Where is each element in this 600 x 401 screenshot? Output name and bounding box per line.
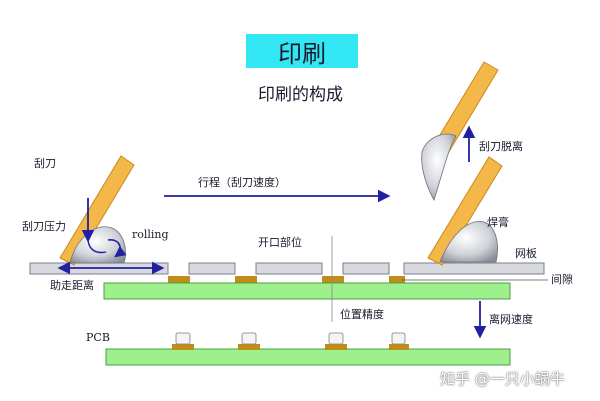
rolling-arrow [107,239,127,258]
solder-paste-lifted [421,133,457,201]
squeegee-right-lower [427,156,503,266]
paste-deposit [175,332,191,345]
pcb-pad [238,344,260,350]
label-solder-paste: 焊膏 [487,216,509,229]
label-squeegee: 刮刀 [34,157,56,170]
label-gap: 间隙 [551,273,573,286]
pcb-pad [325,344,347,350]
label-position-accuracy: 位置精度 [340,308,384,321]
label-stencil: 网板 [515,247,537,260]
solder-paste-right [439,221,498,263]
pcb-pad [172,344,194,350]
pcb-pad [389,276,405,283]
label-stroke: 行程（刮刀速度） [198,176,286,189]
page-subtitle: 印刷的构成 [258,85,343,105]
label-aperture: 开口部位 [258,236,302,249]
stencil-segment [255,262,323,275]
pcb-board-top [103,282,511,300]
watermark: 知乎 @一只小蜗牛 [440,370,565,388]
pcb-board-bottom [105,348,511,366]
paste-deposit [391,332,406,345]
label-squeegee-lift: 刮刀脱离 [479,140,523,153]
label-pcb: PCB [86,331,110,344]
label-separation-speed: 离网速度 [489,313,533,326]
page-title: 印刷 [278,39,326,68]
title-background [246,34,358,68]
stencil-segment [188,262,236,275]
label-squeegee-pressure: 刮刀压力 [22,220,66,233]
pcb-pad [168,276,190,283]
pcb-pad [322,276,344,283]
pressure-curve [87,237,107,254]
paste-deposit [328,332,344,345]
pcb-pad [389,344,409,350]
stencil-segment [342,262,390,275]
label-travel-distance: 助走距离 [50,279,94,292]
pcb-pad [235,276,257,283]
stencil-segment [403,262,545,275]
label-rolling: rolling [132,228,169,241]
paste-deposit [241,332,257,345]
